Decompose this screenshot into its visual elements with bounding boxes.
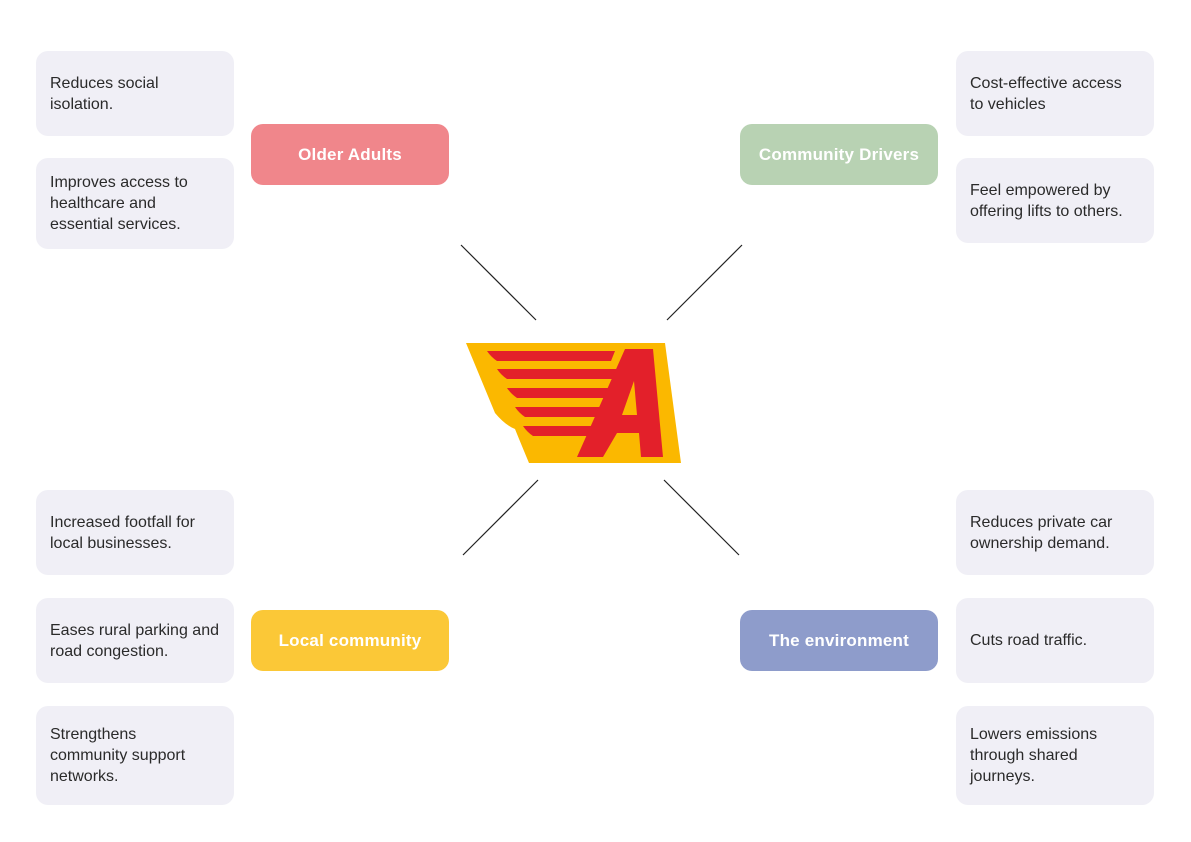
benefit-text: Cost-effective access to vehicles [970, 74, 1122, 113]
older-adults-benefit: Reduces social isolation. [36, 51, 234, 136]
environment-benefit: Cuts road traffic. [956, 598, 1154, 683]
local-community-benefit: Increased footfall for local businesses. [36, 490, 234, 575]
connector-environment [663, 479, 740, 556]
connector-older-adults [460, 244, 537, 321]
local-community-benefit: Eases rural parking and road congestion. [36, 598, 234, 683]
connector-community-drivers [666, 244, 743, 321]
connector-local-community [462, 479, 539, 556]
benefit-text: Reduces social isolation. [50, 74, 159, 113]
benefit-text: Increased footfall for local businesses. [50, 513, 195, 552]
environment-benefit: Reduces private car ownership demand. [956, 490, 1154, 575]
community-drivers-label: Community Drivers [740, 124, 938, 185]
older-adults-benefit: Improves access to healthcare and essent… [36, 158, 234, 249]
environment-benefit: Lowers emissions through shared journeys… [956, 706, 1154, 805]
benefit-text: Eases rural parking and road congestion. [50, 621, 219, 660]
benefit-text: Cuts road traffic. [970, 632, 1088, 649]
benefit-text: Strengthens community support networks. [50, 726, 186, 785]
local-community-label: Local community [251, 610, 449, 671]
benefit-text: Reduces private car ownership demand. [970, 513, 1113, 552]
community-drivers-benefit: Feel empowered by offering lifts to othe… [956, 158, 1154, 243]
benefit-text: Lowers emissions through shared journeys… [970, 726, 1098, 785]
benefit-text: Feel empowered by offering lifts to othe… [970, 181, 1123, 220]
winged-a-logo [466, 343, 681, 463]
community-drivers-benefit: Cost-effective access to vehicles [956, 51, 1154, 136]
logo-letter-a [577, 349, 663, 457]
benefit-text: Improves access to healthcare and essent… [50, 174, 188, 233]
environment-label: The environment [740, 610, 938, 671]
local-community-benefit: Strengthens community support networks. [36, 706, 234, 805]
older-adults-label: Older Adults [251, 124, 449, 185]
